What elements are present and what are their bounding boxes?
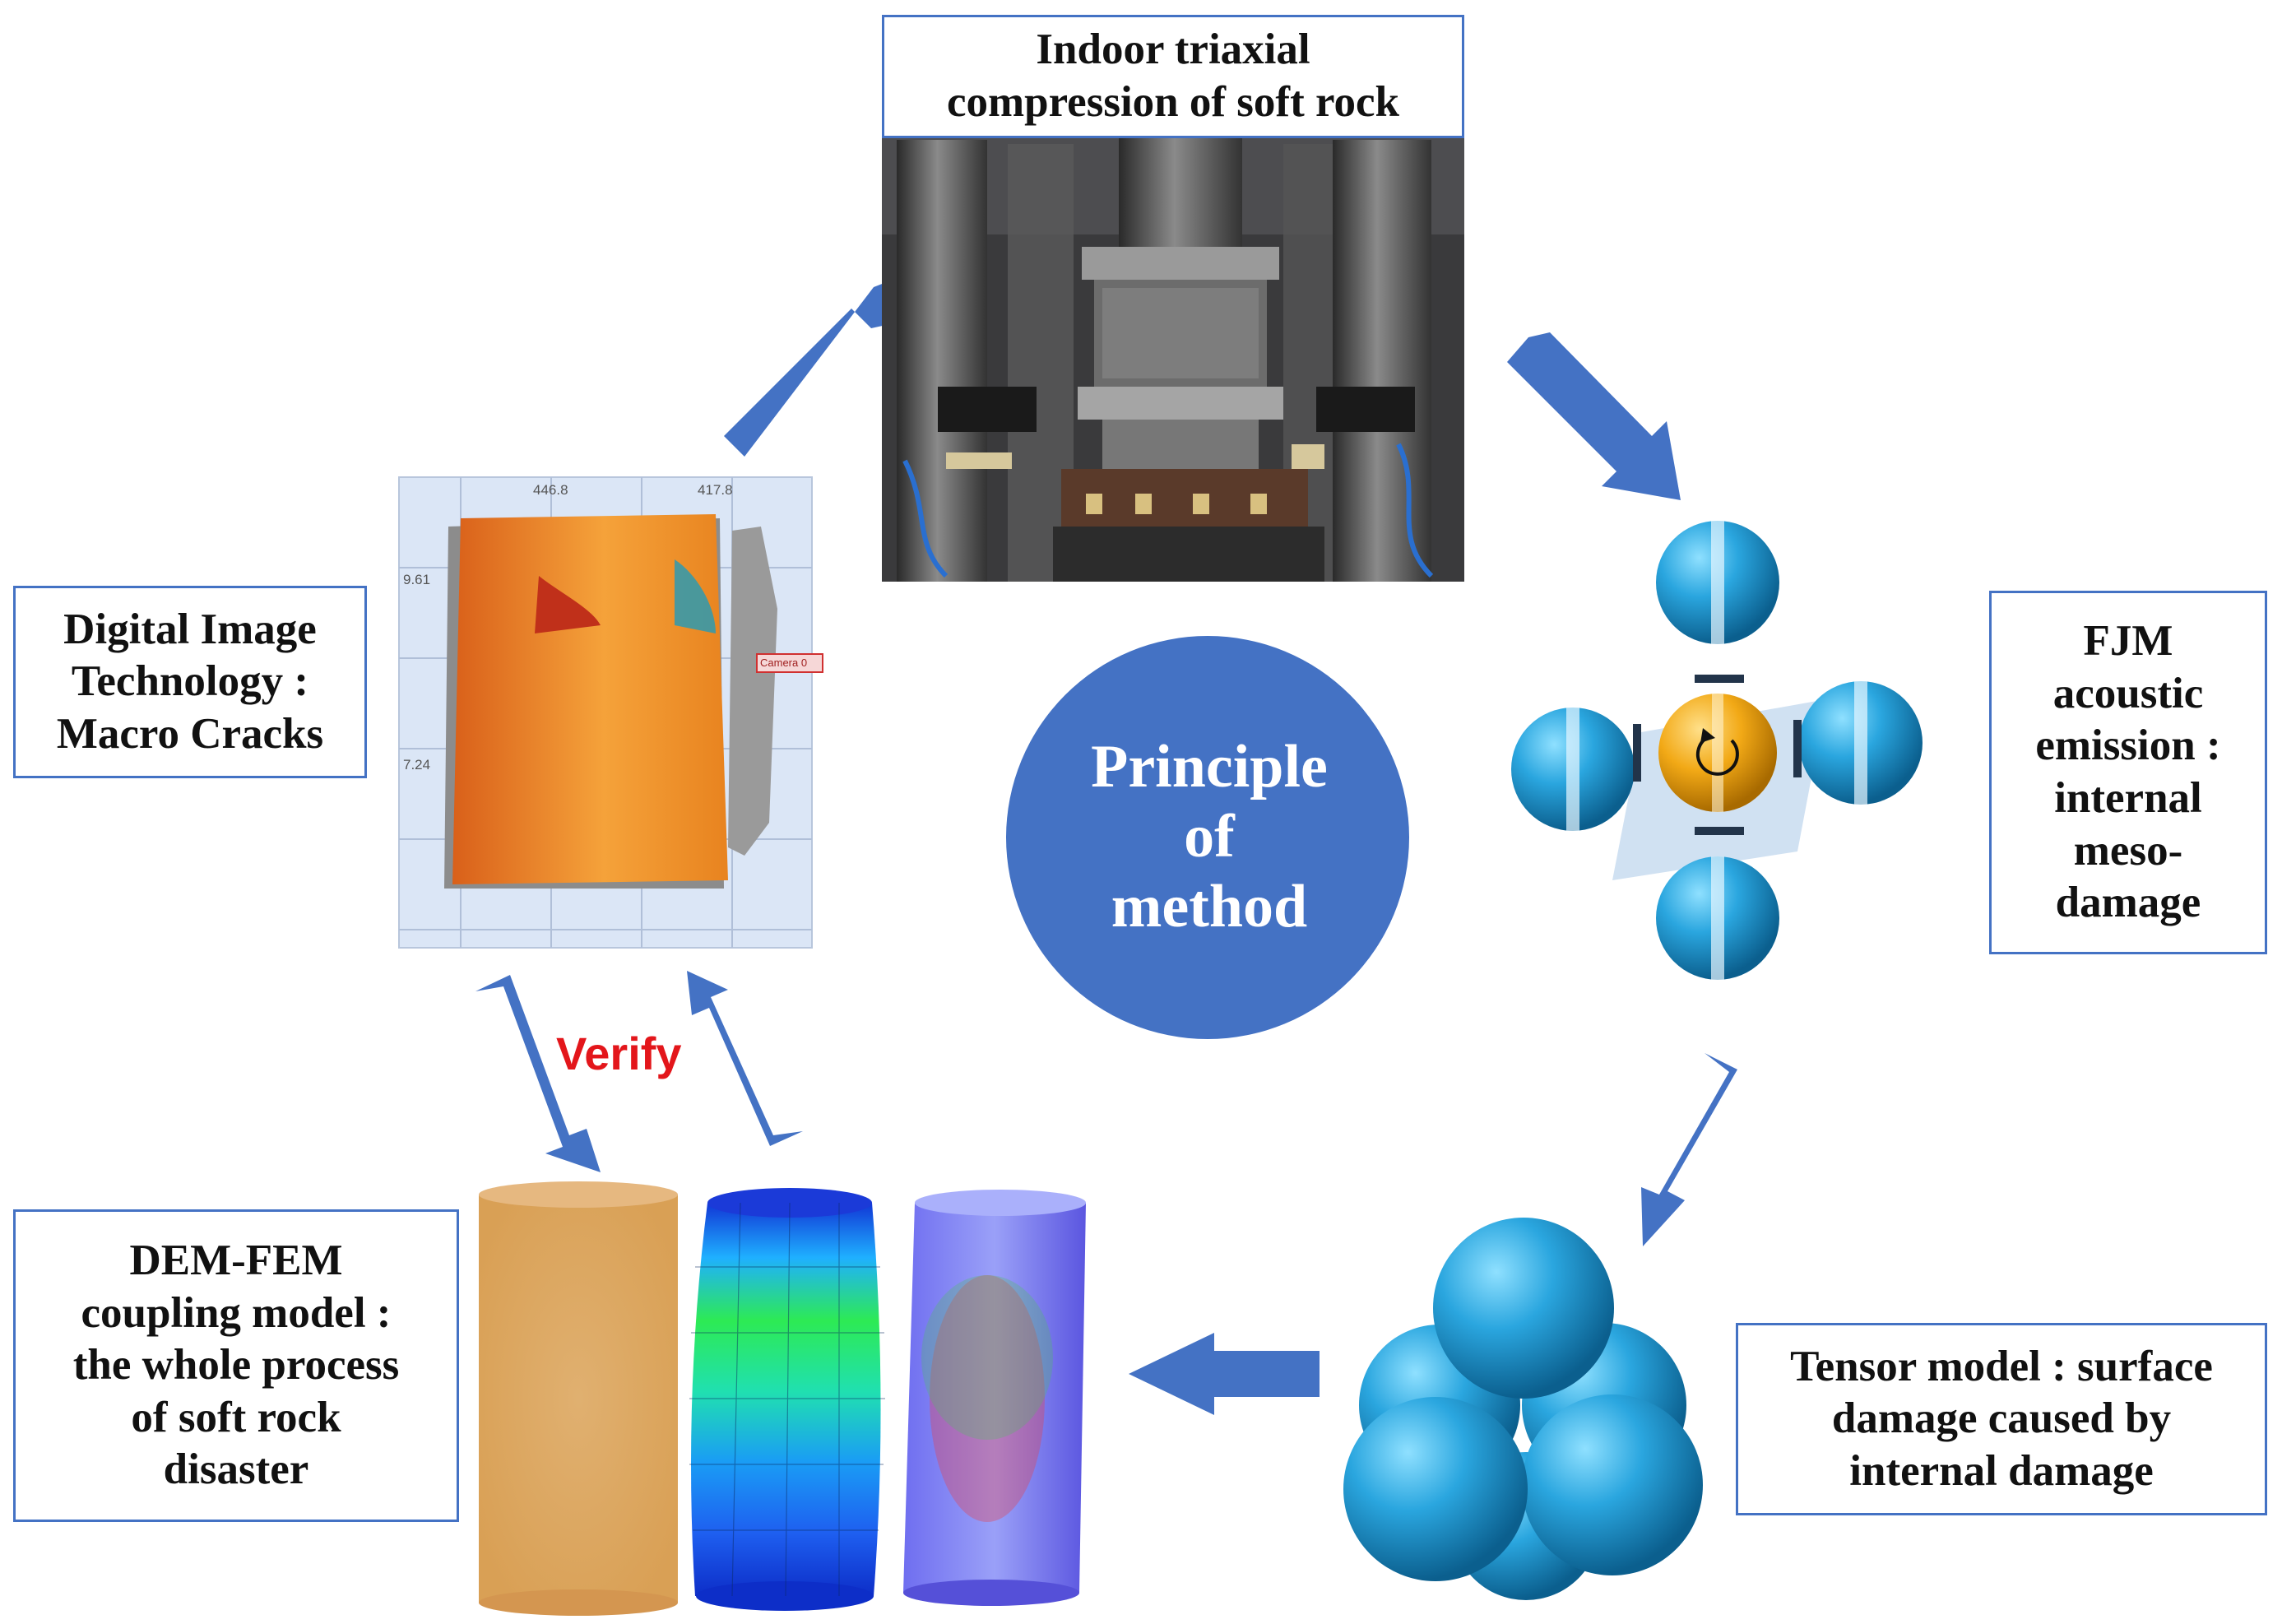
- dem-particle-cylinder: [479, 1181, 678, 1616]
- fjm-sphere-cluster: [1511, 521, 1923, 980]
- principle-of-method-label: Principle of method: [1091, 733, 1328, 941]
- dic-panel: [398, 476, 823, 949]
- dem-fem-coupling-label: DEM-FEM coupling model : the whole proce…: [13, 1209, 459, 1522]
- verify-label: Verify: [556, 1028, 682, 1079]
- fjm-acoustic-emission-label: FJM acoustic emission : internal meso- d…: [1989, 591, 2267, 954]
- arrow-demfem-to-dic-verify: [687, 971, 803, 1146]
- dic-tick-top-2: 417.8: [698, 482, 733, 498]
- dic-tick-top-1: 446.8: [533, 482, 568, 498]
- dic-camera-label: Camera 0: [760, 657, 808, 669]
- arrow-tensor-to-demfem: [1129, 1333, 1320, 1415]
- center-circle: [1006, 636, 1409, 1039]
- crack-distribution-cylinder: [903, 1190, 1086, 1606]
- arrow-fjm-to-tensor: [1641, 1053, 1737, 1246]
- fem-mesh-cylinder: [689, 1188, 885, 1611]
- digital-image-technology-label: Digital Image Technology : Macro Cracks: [13, 586, 367, 778]
- arrow-dic-to-demfem: [475, 975, 601, 1172]
- dic-tick-left-2: 7.24: [403, 757, 431, 773]
- tensor-sphere-cluster: [1343, 1218, 1703, 1600]
- tensor-model-label: Tensor model : surface damage caused by …: [1736, 1323, 2267, 1515]
- arrow-triaxial-to-fjm: [1507, 332, 1681, 500]
- arrow-dic-to-triaxial: [724, 280, 905, 457]
- triaxial-machine-photo: [882, 136, 1464, 582]
- dic-tick-left-1: 9.61: [403, 572, 431, 587]
- triaxial-compression-label: Indoor triaxial compression of soft rock: [882, 15, 1464, 138]
